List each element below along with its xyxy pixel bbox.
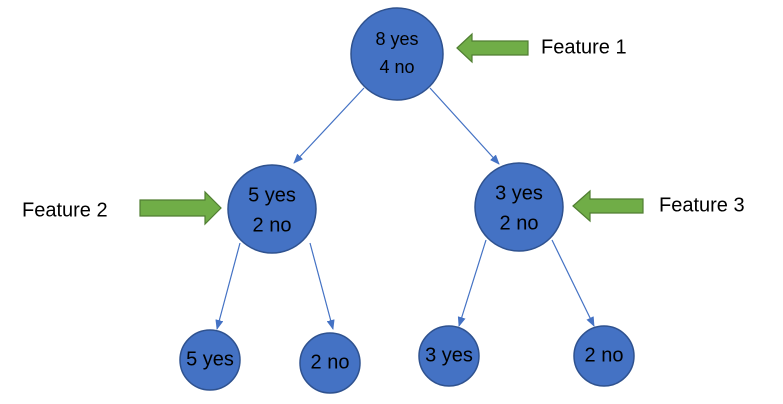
- feature-3-label: Feature 3: [659, 194, 745, 216]
- feature-1-label: Feature 1: [541, 36, 627, 58]
- node-left-line2: 2 no: [253, 214, 292, 236]
- edge-left-to-left-left: [215, 242, 241, 330]
- edge-right-to-right-right: [551, 239, 595, 327]
- tree-node-left-right: 2 no: [299, 332, 361, 394]
- node-left-right-line1: 2 no: [311, 351, 350, 373]
- feature-1-arrow-icon: [456, 32, 529, 64]
- edge-left-to-left-right: [309, 242, 335, 330]
- edge-root-to-right: [429, 87, 500, 165]
- tree-node-right-right: 2 no: [573, 325, 635, 387]
- node-root-line2: 4 no: [379, 57, 414, 77]
- tree-node-left: 5 yes 2 no: [227, 164, 317, 254]
- tree-node-root: 8 yes 4 no: [350, 7, 444, 101]
- feature-3-arrow-icon: [572, 189, 644, 223]
- tree-node-right-left: 3 yes: [418, 325, 480, 387]
- node-right-right-line1: 2 no: [585, 344, 624, 366]
- edge-root-to-left: [293, 87, 365, 164]
- node-root-line1: 8 yes: [375, 29, 418, 49]
- node-right-line2: 2 no: [500, 212, 539, 234]
- edge-right-to-right-left: [457, 239, 487, 327]
- tree-node-left-left: 5 yes: [179, 329, 241, 391]
- node-left-line1: 5 yes: [248, 184, 296, 206]
- feature-2-arrow-icon: [139, 190, 222, 226]
- node-left-left-line1: 5 yes: [186, 348, 234, 370]
- tree-node-right: 3 yes 2 no: [474, 162, 564, 252]
- node-right-line1: 3 yes: [495, 182, 543, 204]
- node-right-left-line1: 3 yes: [425, 344, 473, 366]
- feature-2-label: Feature 2: [22, 199, 108, 221]
